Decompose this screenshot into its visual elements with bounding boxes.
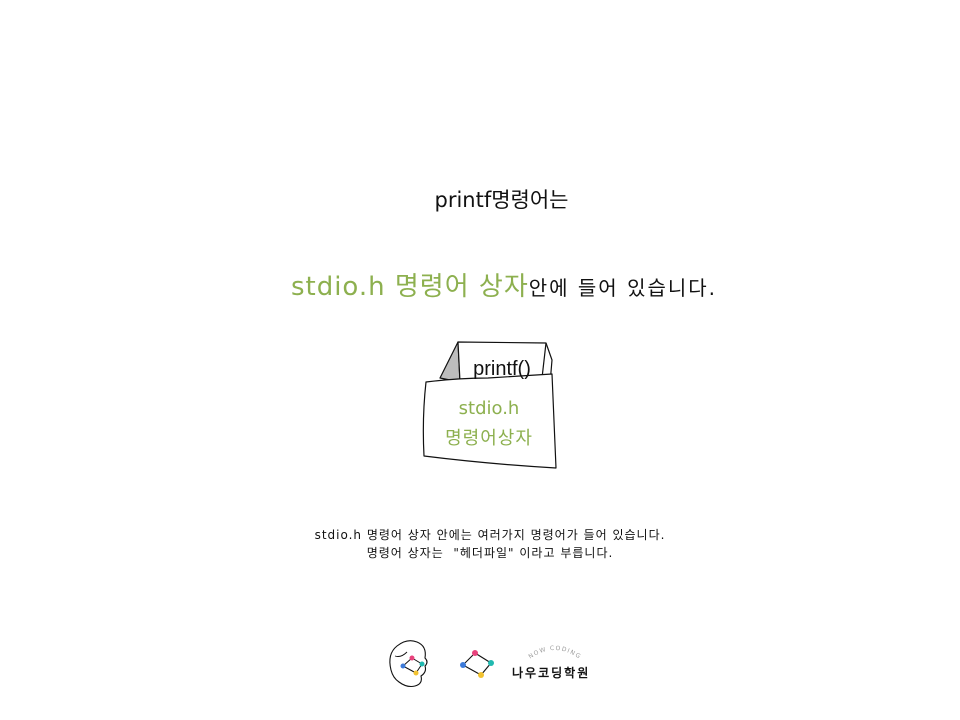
box-body-line2: 명령어상자 (445, 428, 533, 449)
brand-name: 나우코딩학원 (512, 666, 591, 680)
box-body (422, 373, 557, 469)
headline-rest: 안에 들어 있습니다. (528, 276, 718, 300)
svg-text:NOW CODING: NOW CODING (527, 645, 582, 661)
box-body-line1: stdio.h (458, 398, 520, 419)
box-tab-card (457, 341, 553, 385)
description-line-2: 명령어 상자는 "헤더파일" 이라고 부릅니다. (366, 546, 614, 560)
headline-highlight: stdio.h 명령어 상자 (290, 272, 529, 302)
box-tab-label: printf() (473, 358, 531, 380)
headline: stdio.h 명령어 상자안에 들어 있습니다. (0, 266, 960, 303)
arc-text-label: NOW CODING (527, 645, 581, 661)
head-logo-icon (389, 640, 428, 688)
arc-text: NOW CODING (527, 645, 582, 661)
slide-title: printf명령어는 (434, 188, 569, 212)
network-logo-icon (460, 650, 494, 678)
footer-logos (389, 640, 494, 688)
description-line-1: stdio.h 명령어 상자 안에는 여러가지 명령어가 들어 있습니다. (314, 528, 666, 542)
command-box-illustration (422, 341, 557, 469)
box-back-flap (439, 341, 461, 383)
